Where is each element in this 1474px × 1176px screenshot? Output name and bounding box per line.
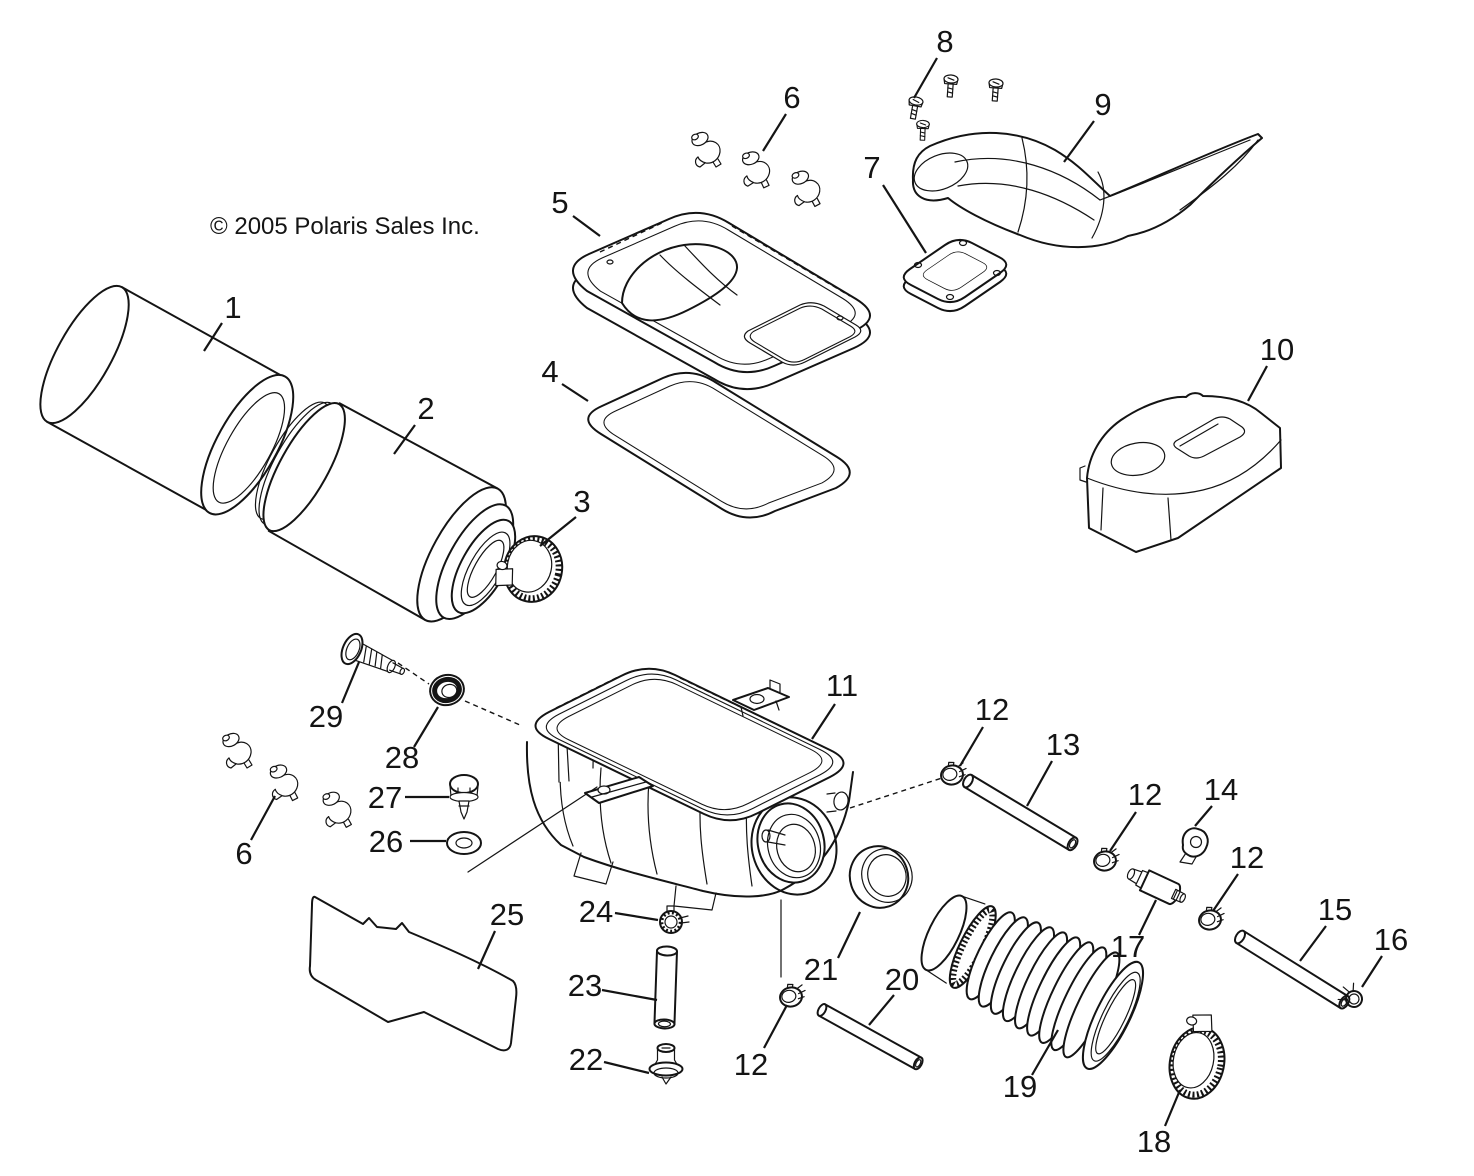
assembly-lines	[397, 662, 946, 978]
callout-12c: 12	[1230, 840, 1264, 875]
part-6-clips-bottom	[220, 730, 354, 829]
part-11-airbox	[525, 667, 854, 911]
callout-6b: 6	[235, 836, 252, 871]
callout-20: 20	[885, 962, 919, 997]
part-13-hose	[962, 773, 1079, 852]
callout-leader-18	[1163, 1089, 1182, 1127]
callout-26: 26	[369, 824, 403, 859]
callout-leader-7	[882, 184, 927, 254]
callout-leader-22	[603, 1060, 650, 1075]
callout-22: 22	[569, 1042, 603, 1077]
callout-leader-29	[340, 661, 361, 704]
part-10-mount-block	[1079, 392, 1282, 553]
callout-18: 18	[1137, 1124, 1171, 1159]
copyright-text: © 2005 Polaris Sales Inc.	[210, 213, 480, 240]
callout-leader-8	[913, 57, 938, 99]
part-4-cover-seal	[587, 371, 851, 519]
callout-10: 10	[1260, 332, 1294, 367]
callout-leader-12b	[1109, 811, 1137, 852]
part-21-outlet-seal	[848, 845, 913, 909]
callout-27: 27	[368, 780, 402, 815]
part-26-washer	[446, 831, 482, 855]
callout-leader-9	[1063, 120, 1095, 163]
callout-13: 13	[1046, 727, 1080, 762]
callout-12a: 12	[975, 692, 1009, 727]
callout-5: 5	[551, 185, 568, 220]
callout-leader-17	[1138, 899, 1157, 936]
callout-12d: 12	[734, 1047, 768, 1082]
part-3-hose-clamp	[495, 535, 564, 603]
part-22-drain-valve	[648, 1043, 684, 1085]
part-19-corrugated-boot	[920, 894, 1145, 1070]
callout-9: 9	[1094, 87, 1111, 122]
callout-leader-12a	[959, 726, 984, 767]
callout-12b: 12	[1128, 777, 1162, 812]
part-28-grommet	[429, 673, 465, 707]
callout-7: 7	[863, 150, 880, 185]
part-27-push-screw	[449, 774, 479, 820]
part-15-hose	[1233, 929, 1351, 1010]
callout-leader-1	[203, 322, 223, 352]
part-2-air-filter	[254, 401, 517, 623]
callout-4: 4	[541, 354, 558, 389]
callout-leader-28	[413, 706, 439, 748]
part-9-intake-duct	[911, 131, 1263, 249]
part-5-airbox-cover	[572, 211, 871, 391]
callout-29: 29	[309, 699, 343, 734]
callout-25: 25	[490, 897, 524, 932]
callout-2: 2	[417, 391, 434, 426]
callout-leader-19	[1031, 1029, 1059, 1076]
callout-23: 23	[568, 968, 602, 1003]
callout-leader-6a	[762, 113, 787, 152]
callout-leader-21	[837, 911, 861, 959]
part-18-hose-clamp	[1168, 1014, 1226, 1100]
callout-leader-24	[614, 911, 659, 922]
callout-17: 17	[1111, 929, 1145, 964]
part-16-spring-clamp	[1337, 982, 1363, 1008]
callout-leader-12c	[1212, 873, 1239, 912]
callout-28: 28	[385, 740, 419, 775]
callout-15: 15	[1318, 892, 1352, 927]
callout-leader-23	[601, 988, 658, 1002]
callout-leader-15	[1299, 925, 1327, 962]
callout-24: 24	[579, 894, 613, 929]
part-29-drain-screw	[340, 632, 406, 676]
part-23-drain-tube	[653, 945, 678, 1030]
callout-leader-14	[1194, 805, 1213, 827]
part-7-duct-gasket	[902, 239, 1008, 312]
callout-leader-6b	[250, 795, 276, 841]
callout-21: 21	[804, 952, 838, 987]
part-20-vent-tube	[816, 1003, 924, 1071]
callout-leader-25	[476, 930, 497, 970]
callout-3: 3	[573, 484, 590, 519]
callout-leader-13	[1026, 760, 1053, 807]
callout-11: 11	[826, 668, 858, 703]
callout-leader-20	[868, 994, 895, 1026]
callout-leader-12d	[763, 1004, 788, 1049]
callout-1: 1	[224, 290, 241, 325]
part-17-fitting	[1126, 868, 1187, 906]
part-25-foam-sheet	[308, 895, 518, 1052]
callout-8: 8	[936, 24, 953, 59]
callout-14: 14	[1204, 772, 1238, 807]
callout-leader-2	[393, 424, 416, 455]
callout-leader-16	[1361, 955, 1383, 988]
callout-6a: 6	[783, 80, 800, 115]
part-24-clamp-clip	[659, 905, 690, 934]
callout-leader-5	[572, 215, 601, 237]
callout-layer: 1234566789101112121212131415161718192021…	[203, 24, 1408, 1159]
part-6-clips-top	[689, 129, 823, 208]
part-14-p-clamp	[1179, 827, 1209, 865]
callout-16: 16	[1374, 922, 1408, 957]
part-1-intake-tube	[39, 284, 295, 516]
callout-leader-4	[561, 383, 589, 402]
callout-leader-10	[1247, 365, 1268, 402]
callout-leader-3	[539, 516, 577, 547]
callout-leader-11	[811, 703, 836, 740]
callout-19: 19	[1003, 1069, 1037, 1104]
